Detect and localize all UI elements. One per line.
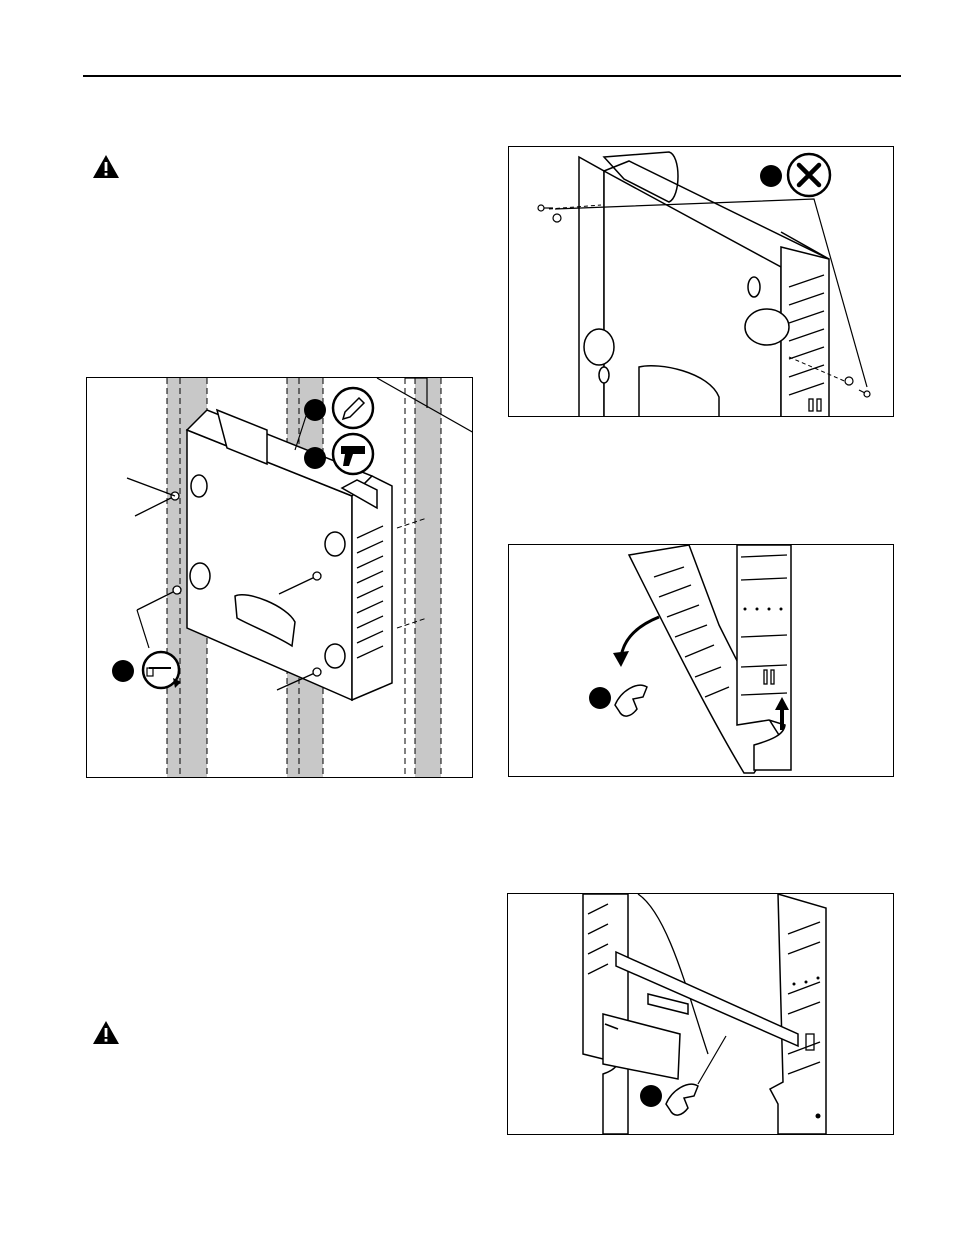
hand-icon [589,685,647,716]
figure-lift-side-panel [508,544,894,777]
hand-icon [640,1084,698,1115]
x-mark-icon [760,154,830,196]
figure-wall-mount [86,377,473,778]
rotate-arrow [621,617,659,657]
left-side-panel [583,894,680,1134]
warning-triangle-icon [92,1020,120,1046]
enclosure-side [579,152,829,417]
figure-remove-screws [508,146,894,417]
figure-install-bottom-bar [507,893,894,1135]
tighten-rotate-icon [112,652,181,688]
warning-triangle-icon [92,154,120,180]
header-rule [83,75,901,77]
